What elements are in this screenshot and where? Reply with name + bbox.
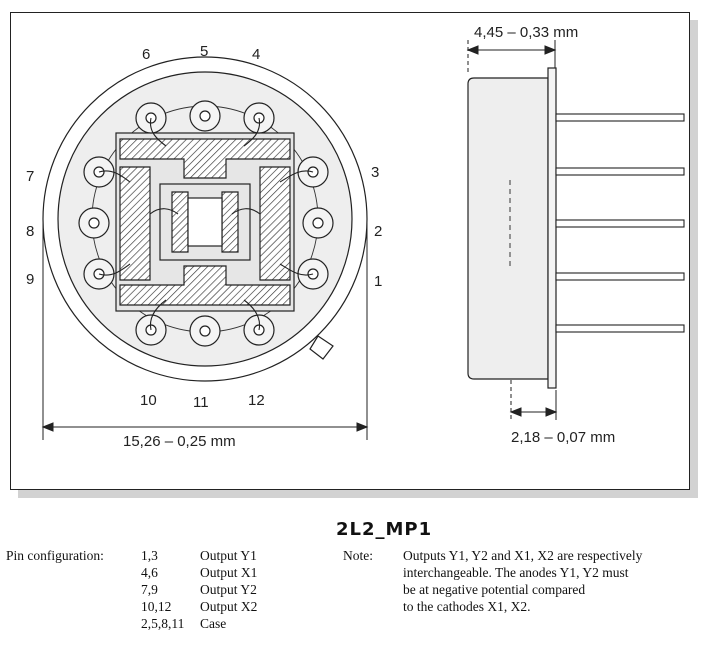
side-pins <box>555 113 685 333</box>
bond-wire <box>149 208 179 215</box>
can-body <box>467 77 549 380</box>
pin-pad-11 <box>189 315 221 347</box>
pin-config-pins: 1,3 <box>141 548 158 563</box>
flange <box>547 67 557 389</box>
pin-config-function: Output X1 <box>200 565 258 580</box>
side-pin <box>555 324 685 333</box>
electrode-top <box>119 138 291 179</box>
pin-configuration-heading: Pin configuration: <box>6 548 104 563</box>
side-pin <box>555 167 685 176</box>
pin-config-pins: 7,9 <box>141 582 158 597</box>
electrode-inner-left <box>171 191 189 253</box>
height-dimension <box>466 40 557 75</box>
flange-dimension-label: 2,18 – 0,07 mm <box>511 429 615 446</box>
pin-pad-8 <box>78 207 110 239</box>
pin-config-function: Output X2 <box>200 599 258 614</box>
electrode-left <box>119 166 151 281</box>
pin-label-12: 12 <box>248 392 265 409</box>
pin-label-8: 8 <box>26 223 34 240</box>
electrode-pattern <box>119 138 291 306</box>
side-view: 4,45 – 0,33 mm 2,18 – 0,07 mm <box>466 24 685 446</box>
pin-label-2: 2 <box>374 223 382 240</box>
electrode-bottom <box>119 265 291 306</box>
top-view: 1 2 3 4 5 6 7 8 9 10 11 12 15,26 – 0,25 … <box>26 43 382 450</box>
height-dimension-label: 4,45 – 0,33 mm <box>474 24 578 41</box>
bond-wires <box>98 117 314 331</box>
bond-wire <box>279 170 314 183</box>
bond-wire <box>98 170 131 183</box>
bond-wire <box>243 299 261 331</box>
diameter-dimension-label: 15,26 – 0,25 mm <box>123 433 236 450</box>
pin-label-10: 10 <box>140 392 157 409</box>
pin-label-6: 6 <box>142 46 150 63</box>
pin-configuration-functions: Output Y1 Output X1 Output Y2 Output X2 … <box>200 547 257 632</box>
note-line: Outputs Y1, Y2 and X1, X2 are respective… <box>403 548 643 563</box>
pin-label-3: 3 <box>371 164 379 181</box>
note-line: to the cathodes X1, X2. <box>403 599 531 614</box>
part-title: 2L2_MP1 <box>336 519 433 540</box>
case-tab <box>309 335 334 360</box>
electrode-right <box>259 166 291 281</box>
pin-label-11: 11 <box>193 394 209 411</box>
note-heading: Note: <box>343 548 373 563</box>
side-pin <box>555 272 685 281</box>
note-body: Outputs Y1, Y2 and X1, X2 are respective… <box>403 547 703 615</box>
center-die <box>187 197 223 247</box>
note-line: interchangeable. The anodes Y1, Y2 must <box>403 565 629 580</box>
pin-label-4: 4 <box>252 46 260 63</box>
pin-label-7: 7 <box>26 168 34 185</box>
bond-wire <box>243 117 261 147</box>
bond-wire <box>149 117 167 147</box>
bond-wire <box>231 208 261 215</box>
pin-configuration-pins: 1,3 4,6 7,9 10,12 2,5,8,11 <box>141 547 184 632</box>
pin-pad-5 <box>189 100 221 132</box>
pin-config-function: Output Y2 <box>200 582 257 597</box>
pin-pads <box>78 100 334 347</box>
pin-config-pins: 2,5,8,11 <box>141 616 185 631</box>
bond-wire <box>98 263 131 276</box>
diameter-dimension <box>41 222 369 440</box>
pin-label-1: 1 <box>374 273 382 290</box>
side-pin <box>555 113 685 122</box>
note-line: be at negative potential compared <box>403 582 586 597</box>
flange-dimension <box>509 380 558 420</box>
pin-pad-2 <box>302 207 334 239</box>
pin-label-5: 5 <box>200 43 208 60</box>
electrode-inner-right <box>221 191 239 253</box>
side-pin <box>555 219 685 228</box>
bond-wire <box>279 263 314 276</box>
pin-config-pins: 4,6 <box>141 565 158 580</box>
bond-wire <box>149 299 167 331</box>
center-window <box>159 183 251 261</box>
pin-label-9: 9 <box>26 271 34 288</box>
pin-config-function: Case <box>200 616 227 631</box>
pin-config-function: Output Y1 <box>200 548 257 563</box>
pin-config-pins: 10,12 <box>141 599 172 614</box>
